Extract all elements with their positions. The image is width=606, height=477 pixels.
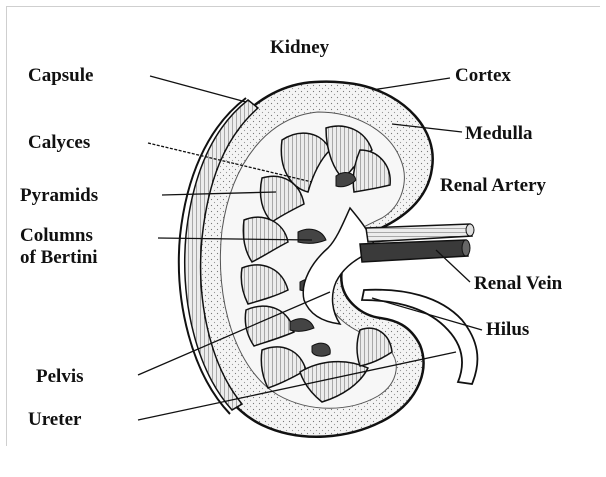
label-columns-line2: of Bertini	[20, 248, 98, 268]
label-medulla: Medulla	[465, 124, 533, 144]
diagram-title: Kidney	[270, 38, 329, 58]
label-capsule: Capsule	[28, 66, 93, 86]
label-cortex: Cortex	[455, 66, 511, 86]
label-renal-artery: Renal Artery	[440, 176, 546, 196]
label-ureter: Ureter	[28, 410, 81, 430]
label-calyces: Calyces	[28, 133, 90, 153]
label-renal-vein: Renal Vein	[474, 274, 562, 294]
label-hilus: Hilus	[486, 320, 529, 340]
renal-artery	[366, 224, 472, 242]
label-columns-line1: Columns	[20, 226, 93, 246]
label-pelvis: Pelvis	[36, 367, 84, 387]
renal-vein	[360, 240, 468, 262]
label-pyramids: Pyramids	[20, 186, 98, 206]
